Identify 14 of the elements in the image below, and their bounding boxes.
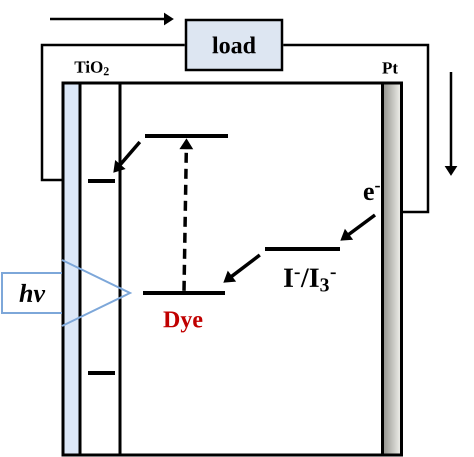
energy-level	[88, 371, 115, 375]
electrode	[62, 82, 122, 456]
electrode-label: Pt	[382, 62, 398, 74]
wire	[283, 44, 430, 214]
energy-level	[88, 179, 115, 183]
load-box: load	[184, 18, 284, 72]
level-label: Dye	[163, 312, 202, 332]
wire	[40, 44, 185, 182]
energy-level	[143, 291, 225, 295]
electrode	[381, 82, 403, 456]
electrode-label: TiO$_{2}$	[74, 60, 109, 76]
energy-level	[265, 247, 340, 251]
edge-label: e$^{-}$	[364, 186, 380, 200]
level-label: I$^{-}$/I$_{3}$-	[284, 268, 336, 292]
